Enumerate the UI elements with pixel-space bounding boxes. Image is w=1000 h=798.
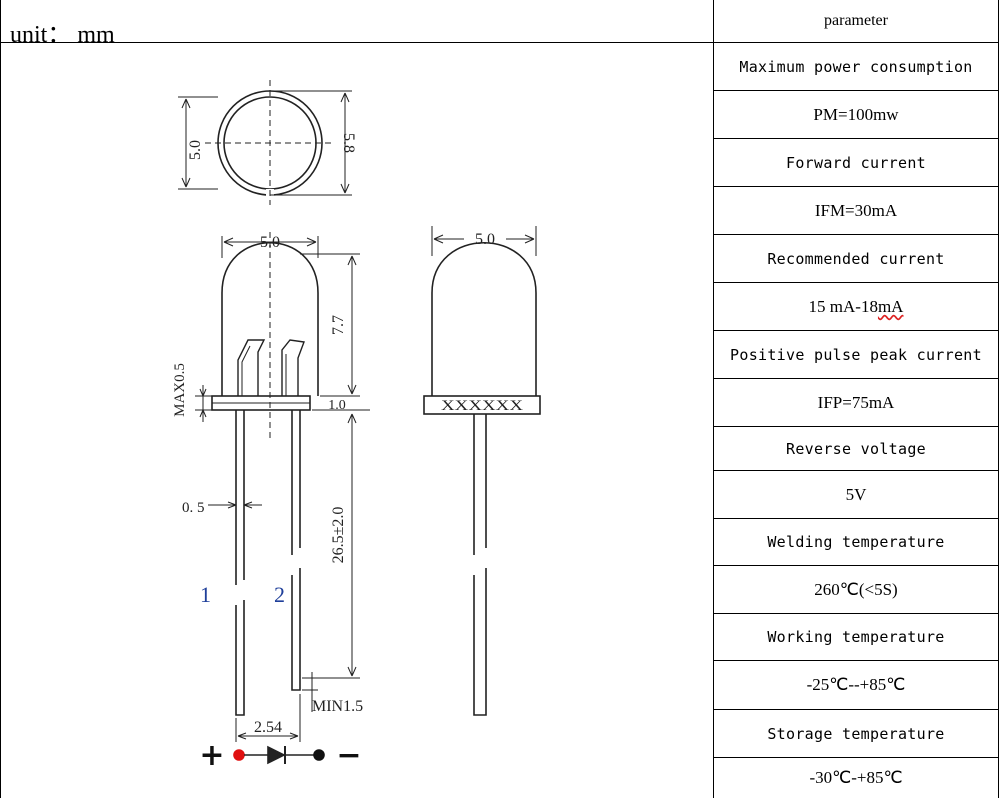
param-value-power: PM=100mw: [714, 91, 998, 139]
cathode-dot: [313, 749, 325, 761]
dim-front-width: 5.0: [475, 231, 495, 248]
lead-1-lower: [235, 600, 245, 716]
cathode-minus-sign: −: [336, 738, 361, 773]
param-value-pulse-current: IFP=75mA: [714, 379, 998, 427]
diode-symbol-icon: [267, 745, 286, 765]
pin-2-label: 2: [274, 582, 285, 607]
dim-side-width: 5.0: [260, 234, 280, 251]
dim-top-flange: 5.8: [340, 133, 357, 153]
dim-lead-length: 26.5±2.0: [330, 507, 347, 564]
recommended-current-main: 15 mA-18: [808, 296, 878, 316]
lead-1-upper: [235, 410, 245, 585]
lead-2-upper: [291, 410, 301, 555]
param-value-welding-temp: 260℃(<5S): [714, 566, 998, 614]
border-left: [0, 0, 1, 798]
param-label-power: Maximum power consumption: [714, 43, 998, 91]
dim-max-flange: MAX0.5: [172, 363, 188, 417]
dim-pitch: 2.54: [254, 719, 282, 736]
side-view: [195, 232, 370, 742]
side-view-post: [281, 339, 305, 396]
column-divider: [713, 0, 714, 798]
dim-min-lead: MIN1.5: [312, 698, 363, 715]
param-label-recommended-current: Recommended current: [714, 235, 998, 283]
flange-marking: XXXXXX: [441, 398, 523, 414]
anode-plus-sign: +: [199, 738, 224, 773]
dim-side-height: 7.7: [330, 315, 347, 335]
table-header: parameter: [714, 0, 998, 43]
param-value-forward-current: IFM=30mA: [714, 187, 998, 235]
dim-flange-thickness: 1.0: [328, 398, 346, 413]
led-mechanical-drawing: 5.0 5.8: [172, 80, 541, 773]
side-view-anvil: [237, 339, 266, 396]
param-value-reverse-voltage: 5V: [714, 471, 998, 519]
param-label-forward-current: Forward current: [714, 139, 998, 187]
param-label-storage-temp: Storage temperature: [714, 710, 998, 758]
front-view-dome: [431, 241, 537, 396]
parameter-table: parameter Maximum power consumption PM=1…: [714, 0, 998, 798]
front-view-lead-upper: [473, 414, 487, 555]
unit-label: unit： mm: [10, 22, 115, 48]
param-value-recommended-current: 15 mA-18 mA: [714, 283, 998, 331]
front-view: [423, 226, 541, 716]
anode-dot: [233, 749, 245, 761]
dim-top-height: 5.0: [187, 140, 204, 160]
param-label-welding-temp: Welding temperature: [714, 519, 998, 566]
header-divider: [0, 42, 713, 43]
param-value-working-temp: -25℃--+85℃: [714, 661, 998, 710]
dim-lead-width: 0. 5: [182, 500, 205, 516]
recommended-current-unit: mA: [877, 296, 904, 316]
param-label-working-temp: Working temperature: [714, 614, 998, 661]
front-view-lead-lower: [473, 568, 487, 716]
front-view-flange: [423, 395, 541, 415]
pin-1-label: 1: [200, 582, 211, 607]
top-view: [178, 80, 352, 205]
lead-2-lower: [291, 568, 301, 691]
border-right: [998, 0, 999, 798]
param-label-reverse-voltage: Reverse voltage: [714, 427, 998, 471]
param-value-storage-temp: -30℃-+85℃: [809, 768, 903, 787]
polarity-symbol: [233, 745, 325, 765]
param-label-pulse-current: Positive pulse peak current: [714, 331, 998, 379]
